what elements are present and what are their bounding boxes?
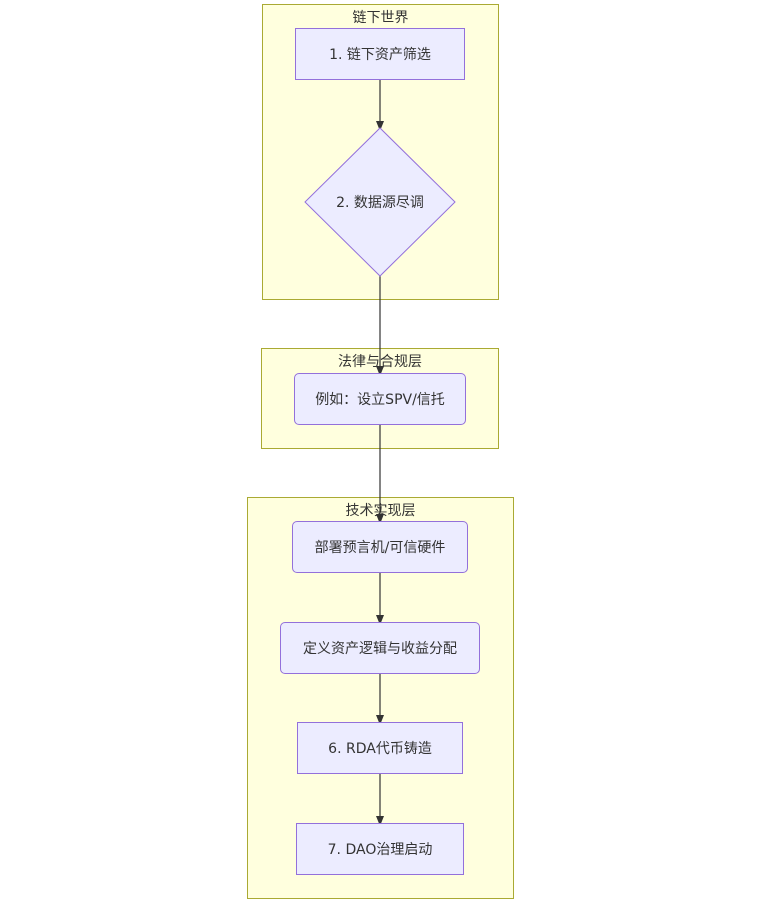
cluster-title-offchain: 链下世界 <box>352 10 409 26</box>
node-rda-token-label: 6. RDA代币铸造 <box>328 741 432 757</box>
node-rda-token-minting: 6. RDA代币铸造 <box>297 722 463 774</box>
node-asset-screening: 1. 链下资产筛选 <box>295 28 465 80</box>
node-define-asset-logic-label: 定义资产逻辑与收益分配 <box>303 641 457 657</box>
node-deploy-oracle-label: 部署预言机/可信硬件 <box>314 540 446 556</box>
node-dao-governance: 7. DAO治理启动 <box>296 823 464 875</box>
node-spv-trust-label: 例如：设立SPV/信托 <box>315 392 445 408</box>
node-spv-trust: 例如：设立SPV/信托 <box>294 373 466 425</box>
node-data-source-due-diligence: 2. 数据源尽调 <box>305 188 455 216</box>
node-define-asset-logic: 定义资产逻辑与收益分配 <box>280 622 480 674</box>
decision-diamond-due-diligence <box>304 127 456 277</box>
node-dao-governance-label: 7. DAO治理启动 <box>327 842 433 858</box>
node-data-source-label: 2. 数据源尽调 <box>336 195 424 211</box>
node-deploy-oracle: 部署预言机/可信硬件 <box>292 521 468 573</box>
node-asset-screening-label: 1. 链下资产筛选 <box>329 47 431 63</box>
